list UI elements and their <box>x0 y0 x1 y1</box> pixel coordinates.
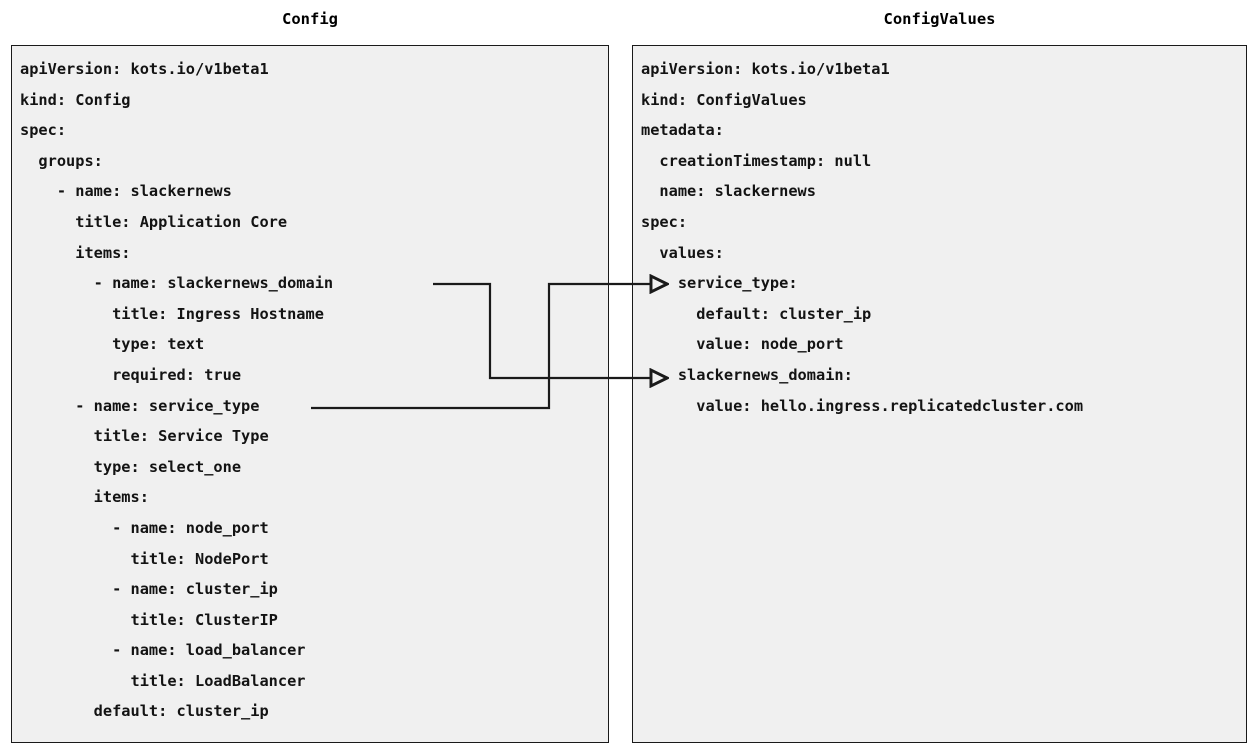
config-yaml-line: required: true <box>20 365 242 384</box>
configvalues-yaml-line: slackernews_domain: <box>641 365 853 384</box>
configvalues-yaml-line: default: cluster_ip <box>641 304 872 323</box>
config-yaml-line: groups: <box>20 151 103 170</box>
config-yaml-line: spec: <box>20 121 67 140</box>
config-yaml-line: - name: slackernews <box>20 182 232 201</box>
config-yaml-line: title: Service Type <box>20 427 269 446</box>
config-yaml-line: apiVersion: kots.io/v1beta1 <box>20 60 269 78</box>
config-yaml-line: - name: load_balancer <box>20 641 306 660</box>
configvalues-yaml-line: kind: ConfigValues <box>641 90 807 109</box>
config-yaml-line: - name: node_port <box>20 518 269 537</box>
config-yaml-line: title: Application Core <box>20 212 288 231</box>
config-yaml-line: items: <box>20 243 131 262</box>
config-panel: apiVersion: kots.io/v1beta1 kind: Config s… <box>11 45 609 743</box>
config-yaml-line: title: NodePort <box>20 549 269 568</box>
configvalues-yaml-block: apiVersion: kots.io/v1beta1 kind: ConfigV… <box>641 54 1244 421</box>
config-yaml-line: - name: cluster_ip <box>20 580 278 599</box>
configvalues-yaml-line: creationTimestamp: null <box>641 151 872 170</box>
configvalues-yaml-line: values: <box>641 243 724 262</box>
config-yaml-line: kind: Config <box>20 90 131 109</box>
config-yaml-line: type: select_one <box>20 457 242 476</box>
configvalues-yaml-line: apiVersion: kots.io/v1beta1 <box>641 60 890 78</box>
config-yaml-block: apiVersion: kots.io/v1beta1 kind: Config s… <box>20 54 606 727</box>
config-yaml-line: title: LoadBalancer <box>20 671 306 690</box>
config-yaml-line: title: Ingress Hostname <box>20 304 324 323</box>
config-yaml-line: default: cluster_ip <box>20 702 269 721</box>
panel-title-config: Config <box>282 10 338 28</box>
configvalues-yaml-line: name: slackernews <box>641 182 816 201</box>
config-yaml-line: - name: slackernews_domain <box>20 274 334 293</box>
configvalues-panel: apiVersion: kots.io/v1beta1 kind: ConfigV… <box>632 45 1247 743</box>
configvalues-yaml-line: metadata: <box>641 121 724 140</box>
configvalues-yaml-line: value: hello.ingress.replicatedcluster.c… <box>641 396 1084 415</box>
configvalues-yaml-line: spec: <box>641 212 688 231</box>
config-yaml-line: title: ClusterIP <box>20 610 278 629</box>
config-yaml-line: items: <box>20 488 149 507</box>
config-yaml-line: - name: service_type <box>20 396 260 415</box>
configvalues-yaml-line: service_type: <box>641 274 798 293</box>
configvalues-yaml-line: value: node_port <box>641 335 844 354</box>
panel-title-configvalues: ConfigValues <box>883 10 996 28</box>
config-yaml-line: type: text <box>20 335 205 354</box>
